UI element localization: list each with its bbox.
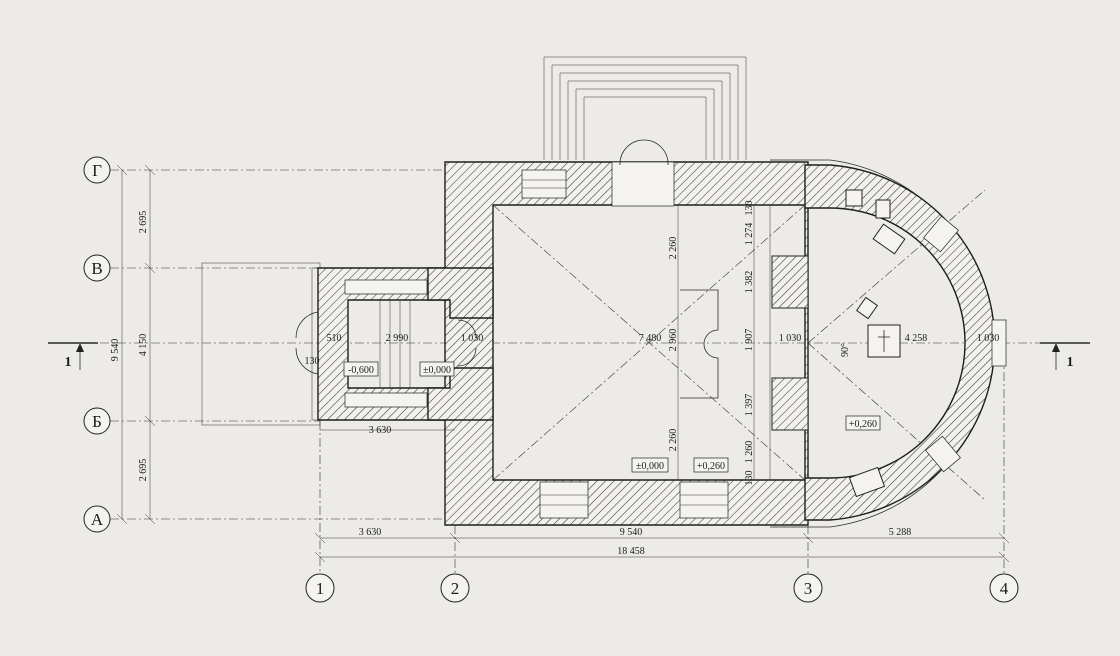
dim-nave-7480: 7 480 [639,333,662,344]
axis-marker-b: Б [92,412,102,431]
dim-col-1907: 1 907 [744,329,755,352]
axis-marker-1: 1 [316,579,325,598]
axis-markers: Г В Б А 1 2 3 4 [83,156,1019,603]
dim-col-1260: 1 260 [744,441,755,464]
doors [295,139,669,375]
level-vestibule: ±0,000 [423,365,451,376]
dim-altar-4258: 4 258 [905,333,928,344]
section-mark-left-label: 1 [65,355,72,370]
altar-furniture [845,189,906,498]
dim-bottom-2-3: 9 540 [620,527,643,538]
angle-label: 90° [840,343,851,357]
section-mark-left: 1 [48,342,98,370]
level-marks: -0,600 ±0,000 ±0,000 +0,260 +0,260 [343,361,881,473]
dim-bottom-1-2: 3 630 [359,527,382,538]
axis-marker-2: 2 [451,579,460,598]
dim-left-top: 2 695 [138,211,149,234]
axis-marker-a: А [91,510,104,529]
wall-openings [344,161,1007,519]
level-nave: ±0,000 [636,461,664,472]
section-mark-right-label: 1 [1067,355,1074,370]
dim-porch-below: 3 630 [369,425,392,436]
dim-vest-2990: 2 990 [386,333,409,344]
axis-marker-3: 3 [804,579,813,598]
dimension-labels: 9 540 2 695 4 150 2 695 3 630 9 540 5 28… [110,201,999,558]
dim-left-bottom: 2 695 [138,459,149,482]
dim-left-mid: 4 150 [138,334,149,357]
dim-col-1397: 1 397 [744,394,755,417]
dim-nave-2260-bottom: 2 260 [668,429,679,452]
dim-col-1274: 1 274 [744,223,755,246]
dim-bottom-3-4: 5 288 [889,527,912,538]
level-porch: -0,600 [348,365,374,376]
dim-vest-130: 130 [305,356,320,367]
dim-vest-510: 510 [327,333,342,344]
dim-apse-1030: 1 030 [977,333,1000,344]
dim-nave-2260-top: 2 260 [668,237,679,260]
walls [317,161,996,526]
dim-col-1382: 1 382 [744,271,755,294]
north-stairs [543,56,747,160]
dimension-lines [116,164,1010,563]
nave-interior [492,204,809,481]
dim-nave-2960: 2 960 [668,329,679,352]
dim-altar-1030: 1 030 [779,333,802,344]
dim-col-130-bottom: 130 [744,471,755,486]
dim-left-total: 9 540 [110,339,121,362]
axis-marker-g: Г [92,161,102,180]
axis-marker-4: 4 [1000,579,1009,598]
dim-bottom-total: 18 458 [617,546,645,557]
dim-vest-1030: 1 030 [461,333,484,344]
level-altar: +0,260 [849,419,877,430]
axis-marker-v: В [91,259,102,278]
level-nave-raised: +0,260 [697,461,725,472]
vestibule-steps [379,300,411,388]
dim-col-130-top: 130 [744,201,755,216]
section-mark-right: 1 [1040,342,1090,370]
